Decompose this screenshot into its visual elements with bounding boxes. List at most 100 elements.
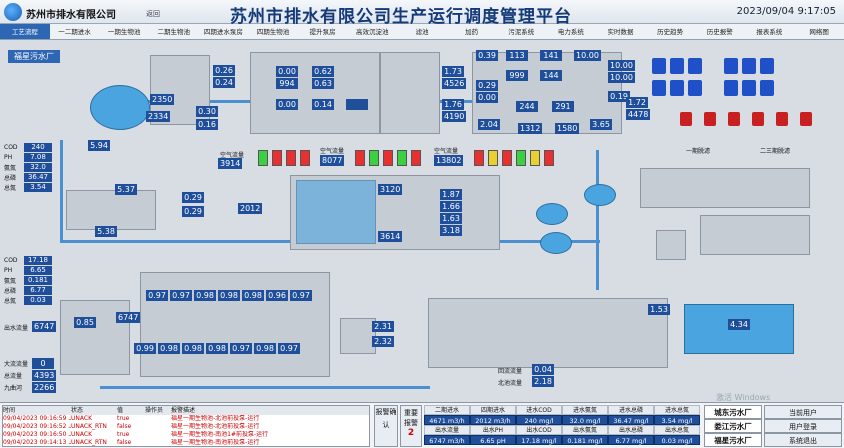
quality-label: 氨氮 <box>4 277 17 285</box>
quality-value: 0.03 <box>24 295 52 305</box>
blower[interactable] <box>474 150 484 166</box>
blower[interactable] <box>300 150 310 166</box>
nav-tab[interactable]: 一期生物池 <box>107 28 141 36</box>
clarifier <box>540 232 572 254</box>
alarm-cell: 09/04/2023 09:16:50 上午 <box>3 431 71 438</box>
filter-value: 0.98 <box>254 343 276 354</box>
blower[interactable] <box>411 150 421 166</box>
nav-tab[interactable]: 高效沉淀池 <box>356 28 389 36</box>
return-link[interactable]: 返回 <box>146 10 160 18</box>
drum-icon <box>800 112 812 126</box>
area-label: 一期脱滤 <box>686 148 711 155</box>
total-flow-value: 4393 <box>32 370 57 381</box>
value: 5.37 <box>115 184 137 195</box>
dewatering-house <box>640 168 810 208</box>
alarm-row[interactable]: 09/04/2023 09:14:13 上午UNACK_RTNfalse福星一期… <box>3 439 369 447</box>
value: 3914 <box>218 158 243 169</box>
blower[interactable] <box>369 150 379 166</box>
alarm-cell: 09/04/2023 09:14:13 上午 <box>3 439 71 446</box>
outlet-flow-value: 6747 <box>32 321 57 332</box>
value: 0.26 <box>213 65 235 76</box>
important-alarm-button[interactable]: 重要报警 2 <box>400 405 422 447</box>
value: 1.73 <box>442 66 464 77</box>
nav-tab[interactable]: 历史趋势 <box>657 28 684 36</box>
blower[interactable] <box>502 150 512 166</box>
blower[interactable] <box>530 150 540 166</box>
plant-button[interactable]: 娄江污水厂 <box>704 419 762 433</box>
quality-label: 总磷 <box>4 287 17 295</box>
blower[interactable] <box>355 150 365 166</box>
kpi-value: 0.181 mg/l <box>562 435 608 445</box>
value: 0.85 <box>74 317 96 328</box>
blower[interactable] <box>272 150 282 166</box>
alarm-header-cell: 值 <box>117 407 124 414</box>
drum-icon <box>724 58 738 74</box>
alarm-row[interactable]: 09/04/2023 09:16:52 上午UNACK_RTNfalse福星一期… <box>3 423 369 431</box>
kpi-label: 进水氨氮 <box>562 405 608 415</box>
pipe <box>596 150 599 290</box>
nav-tab[interactable]: 实时数据 <box>607 28 634 36</box>
value: 1312 <box>518 123 543 134</box>
return-flow-label: 回流流量 <box>498 368 523 375</box>
kpi-label: 进水COD <box>516 405 562 415</box>
blower[interactable] <box>258 150 268 166</box>
filter-value: 0.97 <box>290 290 312 301</box>
drum-icon <box>680 112 692 126</box>
value: 10.00 <box>608 60 635 71</box>
alarm-header-cell: 时间 <box>3 407 16 414</box>
filter-value: 0.98 <box>218 290 240 301</box>
plant-button[interactable]: 福星污水厂 <box>704 433 762 447</box>
value: 0.29 <box>182 206 204 217</box>
blower[interactable] <box>286 150 296 166</box>
nav-tab[interactable]: 工艺流程 <box>0 24 50 39</box>
alarm-cell: 福星一期生物池-南池1#前投泵-运行 <box>171 431 269 438</box>
value: 0.39 <box>476 50 498 61</box>
nav-tab[interactable]: 历史报警 <box>706 28 733 36</box>
value: 0.62 <box>312 66 334 77</box>
blower[interactable] <box>383 150 393 166</box>
nav-tab[interactable]: 一二期进水 <box>58 28 91 36</box>
value: 0.29 <box>476 80 498 91</box>
kpi-value: 0.03 mg/l <box>654 435 700 445</box>
nav-tab[interactable]: 滤池 <box>415 28 429 36</box>
nav-tab[interactable]: 二期生物池 <box>157 28 190 36</box>
air-flow-label: 空气流量 <box>220 152 245 159</box>
page-title: 苏州市排水有限公司生产运行调度管理平台 <box>230 7 572 27</box>
nav-tab[interactable]: 提升泵房 <box>309 28 336 36</box>
blower[interactable] <box>488 150 498 166</box>
nav-tab[interactable]: 加药 <box>465 28 479 36</box>
alarm-count: 2 <box>407 428 415 438</box>
pipe <box>60 140 63 240</box>
filter-house <box>140 272 330 377</box>
nav-tab[interactable]: 污泥系统 <box>508 28 535 36</box>
nav-tab[interactable]: 四期进水泵房 <box>203 28 243 36</box>
alarm-row[interactable]: 09/04/2023 09:16:59 上午UNACKtrue福星一期生物池-北… <box>3 415 369 423</box>
filter-value: 0.97 <box>278 343 300 354</box>
alarm-header-cell: 操作员 <box>145 407 164 414</box>
logout-button[interactable]: 系统退出 <box>764 433 842 447</box>
nav-tab[interactable]: 电力系统 <box>557 28 584 36</box>
value: 144 <box>540 70 562 81</box>
kpi-label: 进水总氮 <box>654 405 700 415</box>
value: 6747 <box>116 312 141 323</box>
blower[interactable] <box>544 150 554 166</box>
blower[interactable] <box>516 150 526 166</box>
blower[interactable] <box>397 150 407 166</box>
sampler <box>340 318 376 354</box>
drum-icon <box>688 80 702 96</box>
alarm-confirm-button[interactable]: 报警确认 <box>374 405 398 447</box>
value: 0.29 <box>182 192 204 203</box>
nav-tab[interactable]: 报表系统 <box>756 28 783 36</box>
nav-tab[interactable]: 四期生物池 <box>256 28 290 36</box>
quality-value: 32.0 <box>24 162 52 172</box>
kpi-value: 17.18 mg/l <box>516 435 562 445</box>
nav-tab[interactable]: 网络图 <box>809 28 829 36</box>
value: 244 <box>516 101 538 112</box>
alarm-row[interactable]: 09/04/2023 09:16:50 上午UNACKtrue福星一期生物池-南… <box>3 431 369 439</box>
login-button[interactable]: 用户登录 <box>764 419 842 433</box>
plant-button[interactable]: 城东污水厂 <box>704 405 762 419</box>
